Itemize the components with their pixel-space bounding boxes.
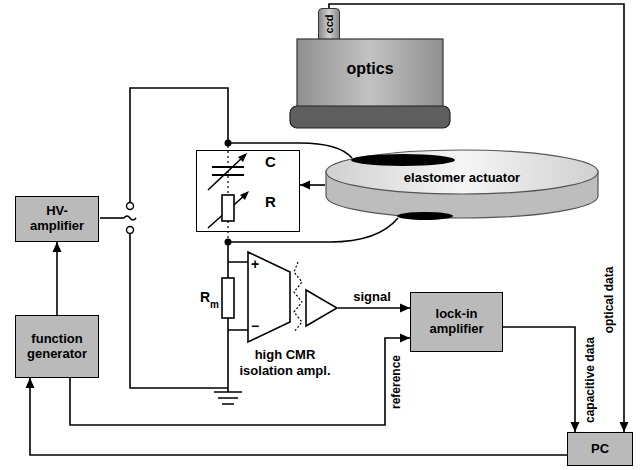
junction-dot [225, 239, 232, 246]
connector [26, 378, 568, 455]
elastomer-actuator: elastomer actuator [325, 146, 600, 222]
variable-arrowhead [240, 191, 249, 200]
hv-return-wire [130, 234, 228, 389]
node-text: elastomer actuator [345, 171, 579, 186]
junction-dot [225, 140, 232, 147]
edge-label: signal [353, 290, 391, 305]
connector [503, 327, 580, 432]
node-text: lock-in amplifier [415, 307, 498, 337]
process-box: function generator [15, 315, 99, 378]
arrowhead [400, 304, 410, 313]
variable-arrowhead [238, 153, 247, 162]
node-text: function generator [20, 332, 94, 362]
connector-line [338, 307, 410, 309]
node-text: high CMR isolation ampl. [228, 347, 342, 378]
terminal-circle [127, 227, 134, 234]
connector [53, 242, 62, 315]
bottom-electrode-wire [228, 218, 398, 242]
arrowhead [53, 242, 62, 252]
dotted-equivalent-line [227, 146, 228, 242]
variable-arrow [208, 195, 245, 228]
connector-line [56, 242, 58, 315]
variable-resistor-symbol [222, 195, 234, 221]
edge-label: reference [390, 355, 404, 409]
connector [338, 304, 410, 313]
edge-label: capacitive data [584, 337, 598, 423]
process-box: lock-in amplifier [410, 292, 503, 352]
process-box: PC [567, 432, 633, 466]
ac-tilde-symbol [124, 216, 136, 220]
hv-output-wire [100, 217, 124, 219]
connector-line [503, 327, 575, 432]
arrowhead [400, 334, 410, 343]
process-box: HV- amplifier [15, 196, 99, 242]
isolation-amplifier: high CMR isolation ampl. [232, 250, 338, 345]
ccd-camera: ccd [318, 8, 340, 40]
arrowhead [26, 378, 35, 388]
node-text: C [265, 153, 276, 170]
input-sign: + [251, 256, 259, 272]
optics-drawing [288, 38, 452, 130]
connector [70, 334, 410, 426]
component-label: R [200, 289, 210, 305]
edge-label: optical data [603, 267, 617, 334]
input-sign: − [251, 318, 259, 334]
node-text: ccd [323, 15, 336, 34]
connector-line [30, 378, 567, 455]
arrowhead [620, 422, 629, 432]
equivalent-circuit-box: CR [196, 150, 300, 232]
connector [300, 181, 325, 190]
arrowhead [300, 181, 310, 190]
node-text: R [265, 193, 276, 210]
node-text: PC [591, 442, 609, 457]
subscript-label: m [210, 299, 219, 311]
connector-line [70, 338, 410, 425]
arrowhead [571, 422, 580, 432]
variable-arrow [208, 157, 243, 190]
node-text: HV- amplifier [20, 204, 94, 234]
ground-symbol [214, 392, 242, 404]
node-text: optics [288, 60, 452, 78]
terminal-circle [127, 203, 134, 210]
amplifier-symbol [232, 250, 338, 345]
optics-housing: optics [288, 38, 452, 130]
resistor-symbol [222, 278, 234, 318]
